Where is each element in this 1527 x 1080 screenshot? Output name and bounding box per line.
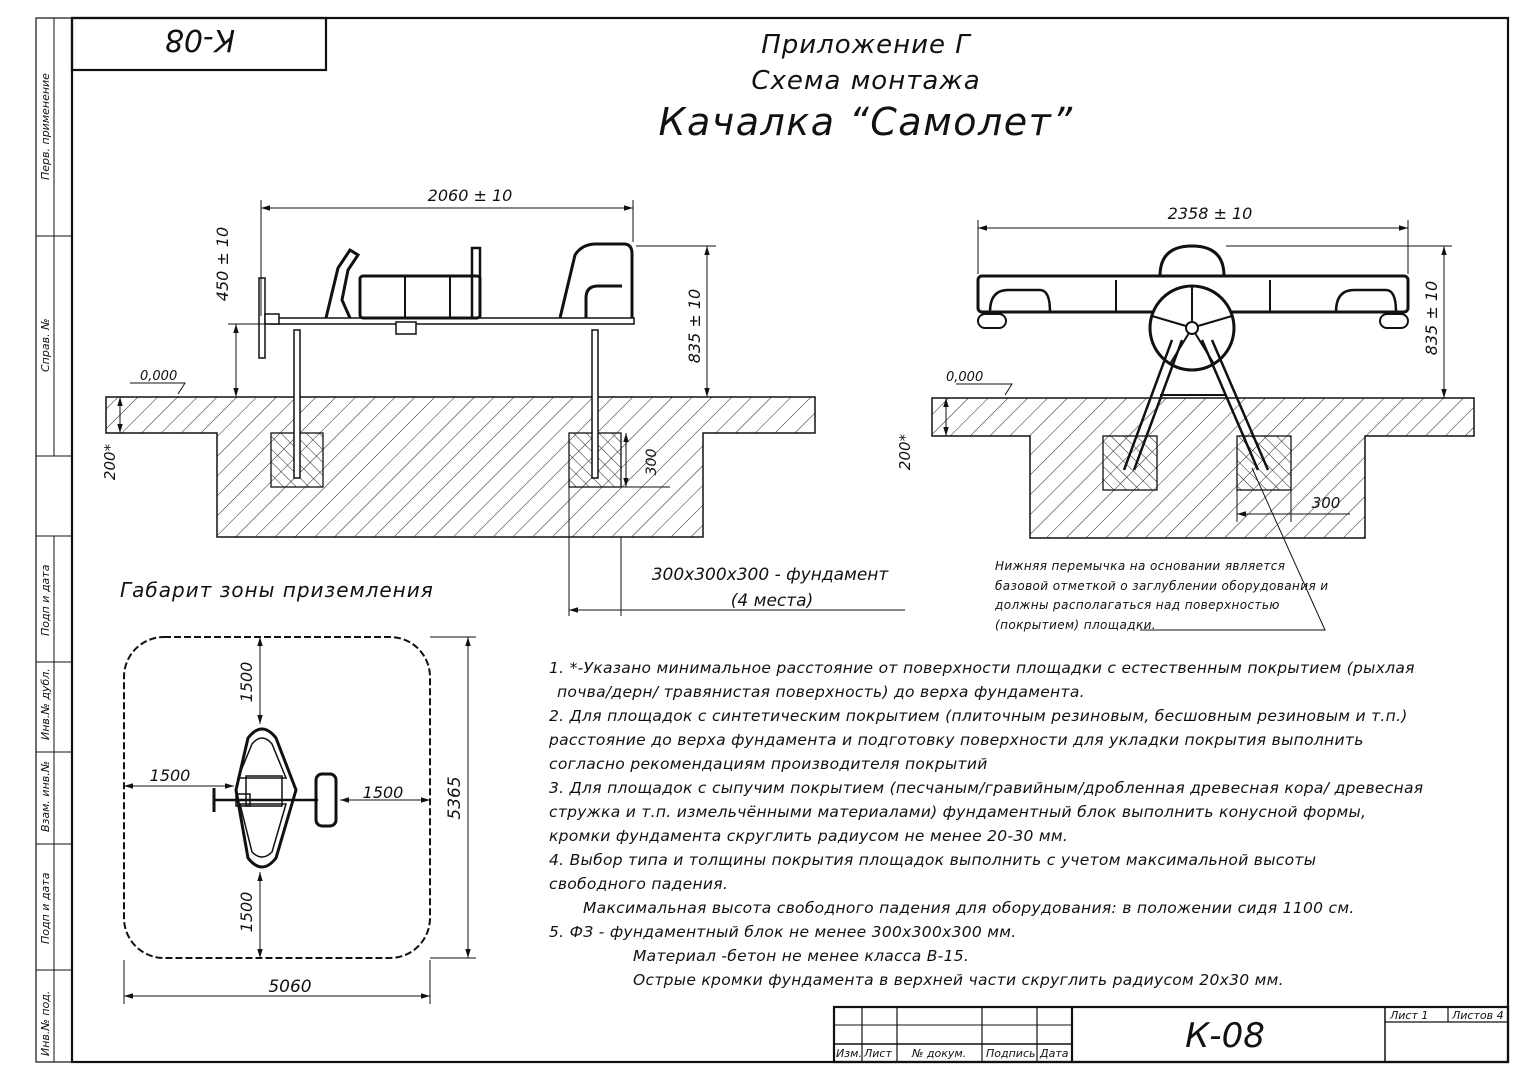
right-ground <box>931 397 1475 539</box>
sheet-frame <box>35 16 1510 1064</box>
side-label-first-use: Перв. применение <box>39 73 52 180</box>
note-line: кромки фундамента скруглить радиусом не … <box>549 827 1069 845</box>
stamp-col-sign: Подпись <box>986 1047 1035 1060</box>
left-height-top-dim: 450 ± 10 <box>213 227 232 301</box>
bar-note: Нижняя перемычка на основании является б… <box>995 557 1329 635</box>
foundation-line-2: (4 места) <box>731 591 813 611</box>
right-view: 2358 ± 10 835 ± 10 0,000 200* 300 <box>896 204 1475 631</box>
foundation-line-1: 300x300x300 - фундамент <box>652 565 890 585</box>
stamp-texts: Изм. Лист № докум. Подпись Дата Лист 1 Л… <box>836 1009 1504 1060</box>
stamp-code: К-08 <box>1185 1016 1265 1056</box>
note-line: свободного падения. <box>549 875 729 893</box>
left-found-dim: 300 <box>644 449 660 476</box>
stamp-sheet: Лист 1 <box>1389 1009 1428 1022</box>
side-labels: Перв. применение Справ. № Подп и дата Ин… <box>39 73 52 1056</box>
left-ground <box>105 396 816 538</box>
note-line: стружка и т.п. измельчёнными материалами… <box>549 803 1367 821</box>
note-line: 3. Для площадок с сыпучим покрытием (пес… <box>549 779 1424 797</box>
title-line-1: Приложение Г <box>761 30 972 60</box>
title-line-2: Схема монтажа <box>751 66 980 96</box>
right-footing-1 <box>1102 435 1158 491</box>
zone-width-dim: 5060 <box>268 977 311 997</box>
side-label-sign-date-1: Подп и дата <box>39 564 52 636</box>
left-depth: 200* <box>101 443 119 480</box>
note-line: Максимальная высота свободного падения д… <box>583 899 1355 917</box>
zone-bottom-dim: 1500 <box>237 892 256 933</box>
note-line: Материал -бетон не менее класса В-15. <box>633 947 970 965</box>
stamp-col-date: Дата <box>1039 1047 1069 1060</box>
stamp-col-izm: Изм. <box>836 1047 862 1060</box>
title-line-3: Качалка “Самолет” <box>658 100 1073 144</box>
bar-note-line: должны располагаться над поверхностью <box>995 598 1280 612</box>
zone-outline <box>123 636 431 959</box>
right-width-dim: 2358 ± 10 <box>1168 204 1253 223</box>
bar-note-line: Нижняя перемычка на основании является <box>995 559 1286 573</box>
zone-height-dim: 5365 <box>445 776 465 819</box>
stamp-col-list: Лист <box>863 1047 892 1060</box>
notes-list: 1. *-Указано минимальное расстояние от п… <box>549 656 1479 992</box>
bar-note-line: базовой отметкой о заглублении оборудова… <box>995 578 1329 593</box>
stamp-sheets: Листов 4 <box>1451 1009 1504 1022</box>
left-level: 0,000 <box>140 369 177 384</box>
note-line: 4. Выбор типа и толщины покрытия площадо… <box>549 851 1317 869</box>
zone-right-dim: 1500 <box>363 783 404 802</box>
right-depth: 200* <box>896 433 914 470</box>
note-line: согласно рекомендациям производителя пок… <box>549 755 988 773</box>
title-block: Приложение Г Схема монтажа Качалка “Само… <box>658 30 1073 144</box>
side-label-dup-inv: Инв.№ дубл. <box>39 668 52 740</box>
zone-top-dim: 1500 <box>237 662 256 703</box>
left-view: 2060 ± 10 450 ± 10 835 ± 10 0,000 200* 3… <box>101 186 905 616</box>
note-line: почва/дерн/ травянистая поверхность) до … <box>557 683 1085 701</box>
foundation-label: 300x300x300 - фундамент (4 места) <box>652 565 890 611</box>
note-line: 2. Для площадок с синтетическим покрытие… <box>549 707 1408 725</box>
side-label-ref: Справ. № <box>39 318 52 372</box>
plane-top-view <box>212 727 338 869</box>
top-code-text: К-08 <box>165 22 235 57</box>
title-stamp <box>832 1005 1510 1064</box>
left-height-total-dim: 835 ± 10 <box>685 289 704 363</box>
stamp-col-doc: № докум. <box>911 1047 966 1060</box>
note-line: 5. ФЗ - фундаментный блок не менее 300x3… <box>549 923 1017 941</box>
landing-zone: Габарит зоны приземления 1500 1500 <box>120 578 476 1004</box>
note-line: 1. *-Указано минимальное расстояние от п… <box>549 659 1415 677</box>
side-label-repl-inv: Взам. инв.№ <box>39 761 52 832</box>
zone-title: Габарит зоны приземления <box>120 578 434 602</box>
right-level: 0,000 <box>946 370 983 385</box>
side-label-orig-inv: Инв.№ под. <box>39 991 52 1056</box>
right-height-total-dim: 835 ± 10 <box>1422 281 1441 355</box>
top-code-box: К-08 <box>70 16 328 72</box>
right-found-dim: 300 <box>1312 494 1341 512</box>
bar-note-line: (покрытием) площадки. <box>995 617 1157 632</box>
side-label-sign-date-2: Подп и дата <box>39 872 52 944</box>
zone-left-dim: 1500 <box>150 766 191 785</box>
note-line: Острые кромки фундамента в верхней части… <box>633 971 1284 989</box>
note-line: расстояние до верха фундамента и подгото… <box>549 731 1364 749</box>
left-width-dim: 2060 ± 10 <box>428 186 513 205</box>
